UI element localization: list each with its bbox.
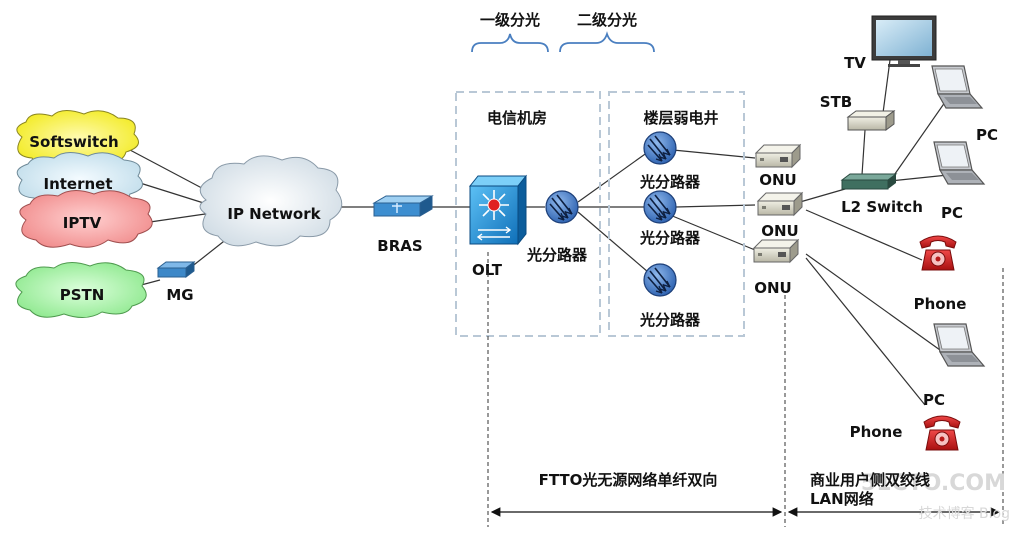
l2-switch-device: L2 Switch [840,173,923,216]
mg-device: MG [156,261,196,304]
pc-3: PC [923,323,985,409]
iptv-label: IPTV [63,214,102,232]
telecom-room-box [455,91,601,337]
splitter-main-label: 光分路器 [526,246,588,264]
watermark-line2: 技术博客 Blog [919,505,1010,522]
tv-label: TV [844,54,866,72]
pc-2: PC [933,141,985,222]
stb-device: STB [820,93,896,131]
onu-3-label: ONU [754,279,792,297]
onu-1: ONU [755,144,801,189]
ip-network-cloud: IP Network [199,155,343,247]
olt-device: OLT [468,174,528,279]
mg-label: MG [166,286,193,304]
stage-braces [471,31,655,53]
stb-label: STB [820,93,852,111]
splitter-a-label: 光分路器 [639,173,701,191]
phone-1-label: Phone [914,295,967,313]
ftto-label: FTTO光无源网络单纤双向 [539,471,718,489]
pstn-label: PSTN [60,286,105,304]
splitter-c-label: 光分路器 [639,311,701,329]
tv-device: TV [844,15,937,72]
pstn-cloud: PSTN [15,262,147,318]
splitter-main: 光分路器 [526,190,588,264]
l2-switch-label: L2 Switch [841,198,923,216]
telecom-room-label: 电信机房 [487,109,547,127]
onu-1-label: ONU [759,171,797,189]
splitter-b-label: 光分路器 [639,229,701,247]
onu-2: ONU [757,192,803,240]
pc-1-label: PC [976,126,998,144]
iptv-cloud: IPTV [19,190,153,248]
ip-network-label: IP Network [227,205,321,223]
bras-device: BRAS [372,195,434,255]
connection-lines [114,59,951,406]
floor-shaft-label: 楼层弱电井 [643,109,718,127]
stage1-label: 一级分光 [480,11,540,29]
lan-label-line2: LAN网络 [810,490,874,508]
watermark-line1: 51CTO.COM [861,471,1006,496]
segment-dividers [487,252,1004,527]
floor-shaft-box [608,91,745,337]
onu-2-label: ONU [761,222,799,240]
pc-1: PC [931,65,998,144]
internet-label: Internet [43,175,112,193]
pc-2-label: PC [941,204,963,222]
pc-3-label: PC [923,391,945,409]
splitter-c: 光分路器 [639,263,701,329]
onu-3: ONU [753,239,799,297]
softswitch-label: Softswitch [29,133,118,151]
phone-2: Phone [850,415,961,451]
splitter-a: 光分路器 [639,131,701,191]
splitter-b: 光分路器 [639,190,701,247]
phone-2-label: Phone [850,423,903,441]
lan-label-line1: 商业用户侧双绞线 [810,471,930,489]
olt-label: OLT [472,261,503,279]
bras-label: BRAS [377,237,422,255]
stage2-label: 二级分光 [577,11,637,29]
phone-1: Phone [914,235,967,313]
